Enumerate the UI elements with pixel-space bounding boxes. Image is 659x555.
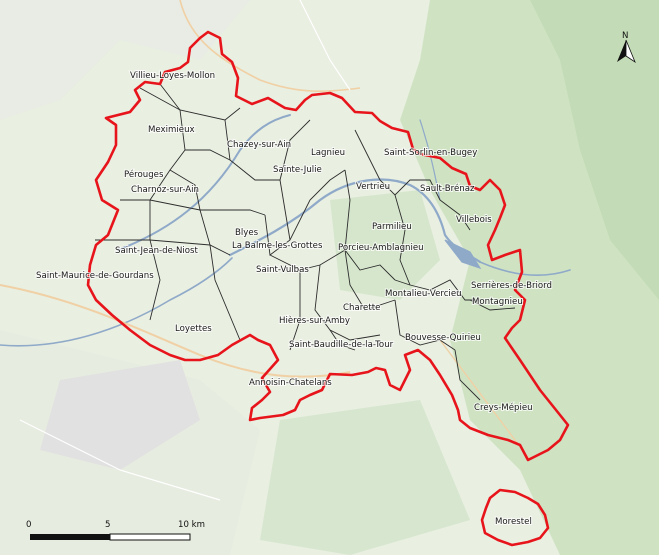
commune-label: Villebois bbox=[456, 215, 492, 225]
commune-label: Villieu-Loyes-Mollon bbox=[130, 71, 215, 81]
commune-label: Porcieu-Amblagnieu bbox=[338, 243, 424, 253]
river-layer bbox=[0, 114, 571, 347]
commune-label: Saint-Baudille-de-la-Tour bbox=[289, 340, 394, 350]
commune-label: Saint-Jean-de-Niost bbox=[115, 246, 199, 256]
commune-label: Saint-Maurice-de-Gourdans bbox=[36, 271, 154, 281]
commune-label: Charette bbox=[343, 303, 380, 313]
commune-label: Parmilieu bbox=[372, 222, 412, 232]
north-label: N bbox=[622, 31, 628, 41]
morestel-boundary bbox=[480, 488, 550, 547]
commune-label: Chazey-sur-Ain bbox=[227, 140, 291, 150]
commune-label: Sainte-Julie bbox=[273, 165, 322, 175]
commune-labels: Villieu-Loyes-Mollon Meximieux Chazey-su… bbox=[35, 70, 553, 528]
commune-label: Bouvesse-Quirieu bbox=[405, 333, 481, 343]
commune-label: Morestel bbox=[495, 517, 532, 527]
commune-label: La Balme-les-Grottes bbox=[232, 241, 323, 251]
scale-label-5: 5 bbox=[105, 520, 110, 530]
commune-label: Saint-Vulbas bbox=[256, 265, 309, 275]
commune-label: Annoisin-Chatelans bbox=[249, 378, 332, 388]
north-arrow-icon: N bbox=[617, 31, 636, 64]
commune-label: Montagnieu bbox=[472, 297, 523, 307]
territory-boundary bbox=[86, 30, 570, 462]
commune-label: Meximieux bbox=[148, 125, 195, 135]
commune-label: Creys-Mépieu bbox=[474, 402, 533, 413]
commune-label: Charnoz-sur-Ain bbox=[131, 185, 199, 195]
scale-bar: 0 5 10 km bbox=[26, 520, 205, 541]
commune-label: Blyes bbox=[235, 228, 259, 238]
commune-label: Montalieu-Vercieu bbox=[385, 289, 462, 299]
commune-label: Vertrieu bbox=[356, 182, 390, 192]
commune-boundaries bbox=[95, 83, 516, 401]
scale-label-10: 10 km bbox=[178, 520, 205, 530]
commune-label: Sault-Brénaz bbox=[420, 183, 475, 194]
scale-label-0: 0 bbox=[26, 520, 31, 530]
commune-label: Lagnieu bbox=[311, 148, 345, 158]
commune-label: Pérouges bbox=[124, 169, 164, 180]
commune-label: Saint-Sorlin-en-Bugey bbox=[384, 148, 477, 158]
commune-label: Loyettes bbox=[175, 324, 212, 334]
commune-label: Hières-sur-Amby bbox=[279, 315, 350, 326]
commune-label: Serrières-de-Briord bbox=[471, 280, 552, 291]
